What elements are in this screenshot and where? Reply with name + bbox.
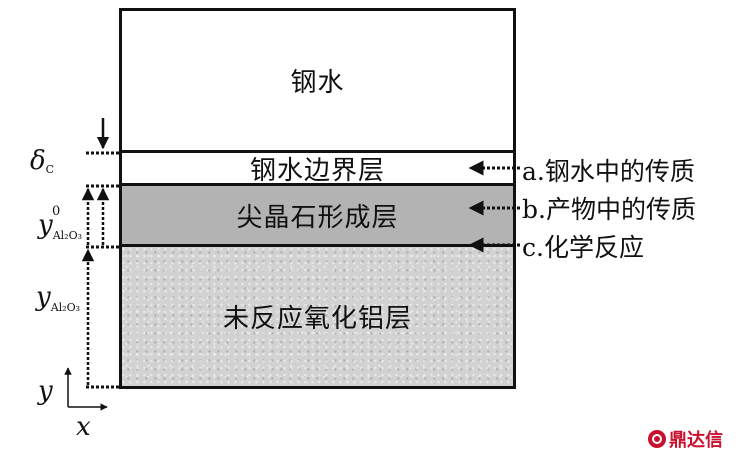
axis-x-label: x bbox=[76, 412, 91, 442]
unreacted-alumina-layer: 未反应氧化铝层 bbox=[119, 247, 516, 389]
steel-boundary-label: 钢水边界层 bbox=[249, 155, 385, 186]
steel-boundary-layer: 钢水边界层 bbox=[119, 153, 516, 186]
watermark-icon bbox=[648, 430, 666, 448]
spinel-formation-layer: 尖晶石形成层 bbox=[119, 183, 516, 247]
axis-y-label: y bbox=[38, 376, 53, 406]
watermark-logo: 鼎达信 bbox=[648, 426, 723, 452]
legend-item-b: b.产物中的传质 bbox=[522, 195, 696, 224]
molten-steel-label: 钢水 bbox=[290, 68, 345, 98]
watermark-text: 鼎达信 bbox=[669, 430, 723, 451]
spinel-formation-label: 尖晶石形成层 bbox=[236, 202, 399, 233]
unreacted-alumina-label: 未反应氧化铝层 bbox=[222, 304, 412, 334]
legend-item-c: c.化学反应 bbox=[522, 233, 644, 262]
delta-c-label: δC bbox=[30, 146, 55, 176]
legend-item-a: a.钢水中的传质 bbox=[522, 157, 695, 186]
y-alumina-label: yAl₂O₃ bbox=[36, 282, 81, 314]
molten-steel-layer: 钢水 bbox=[119, 8, 516, 153]
